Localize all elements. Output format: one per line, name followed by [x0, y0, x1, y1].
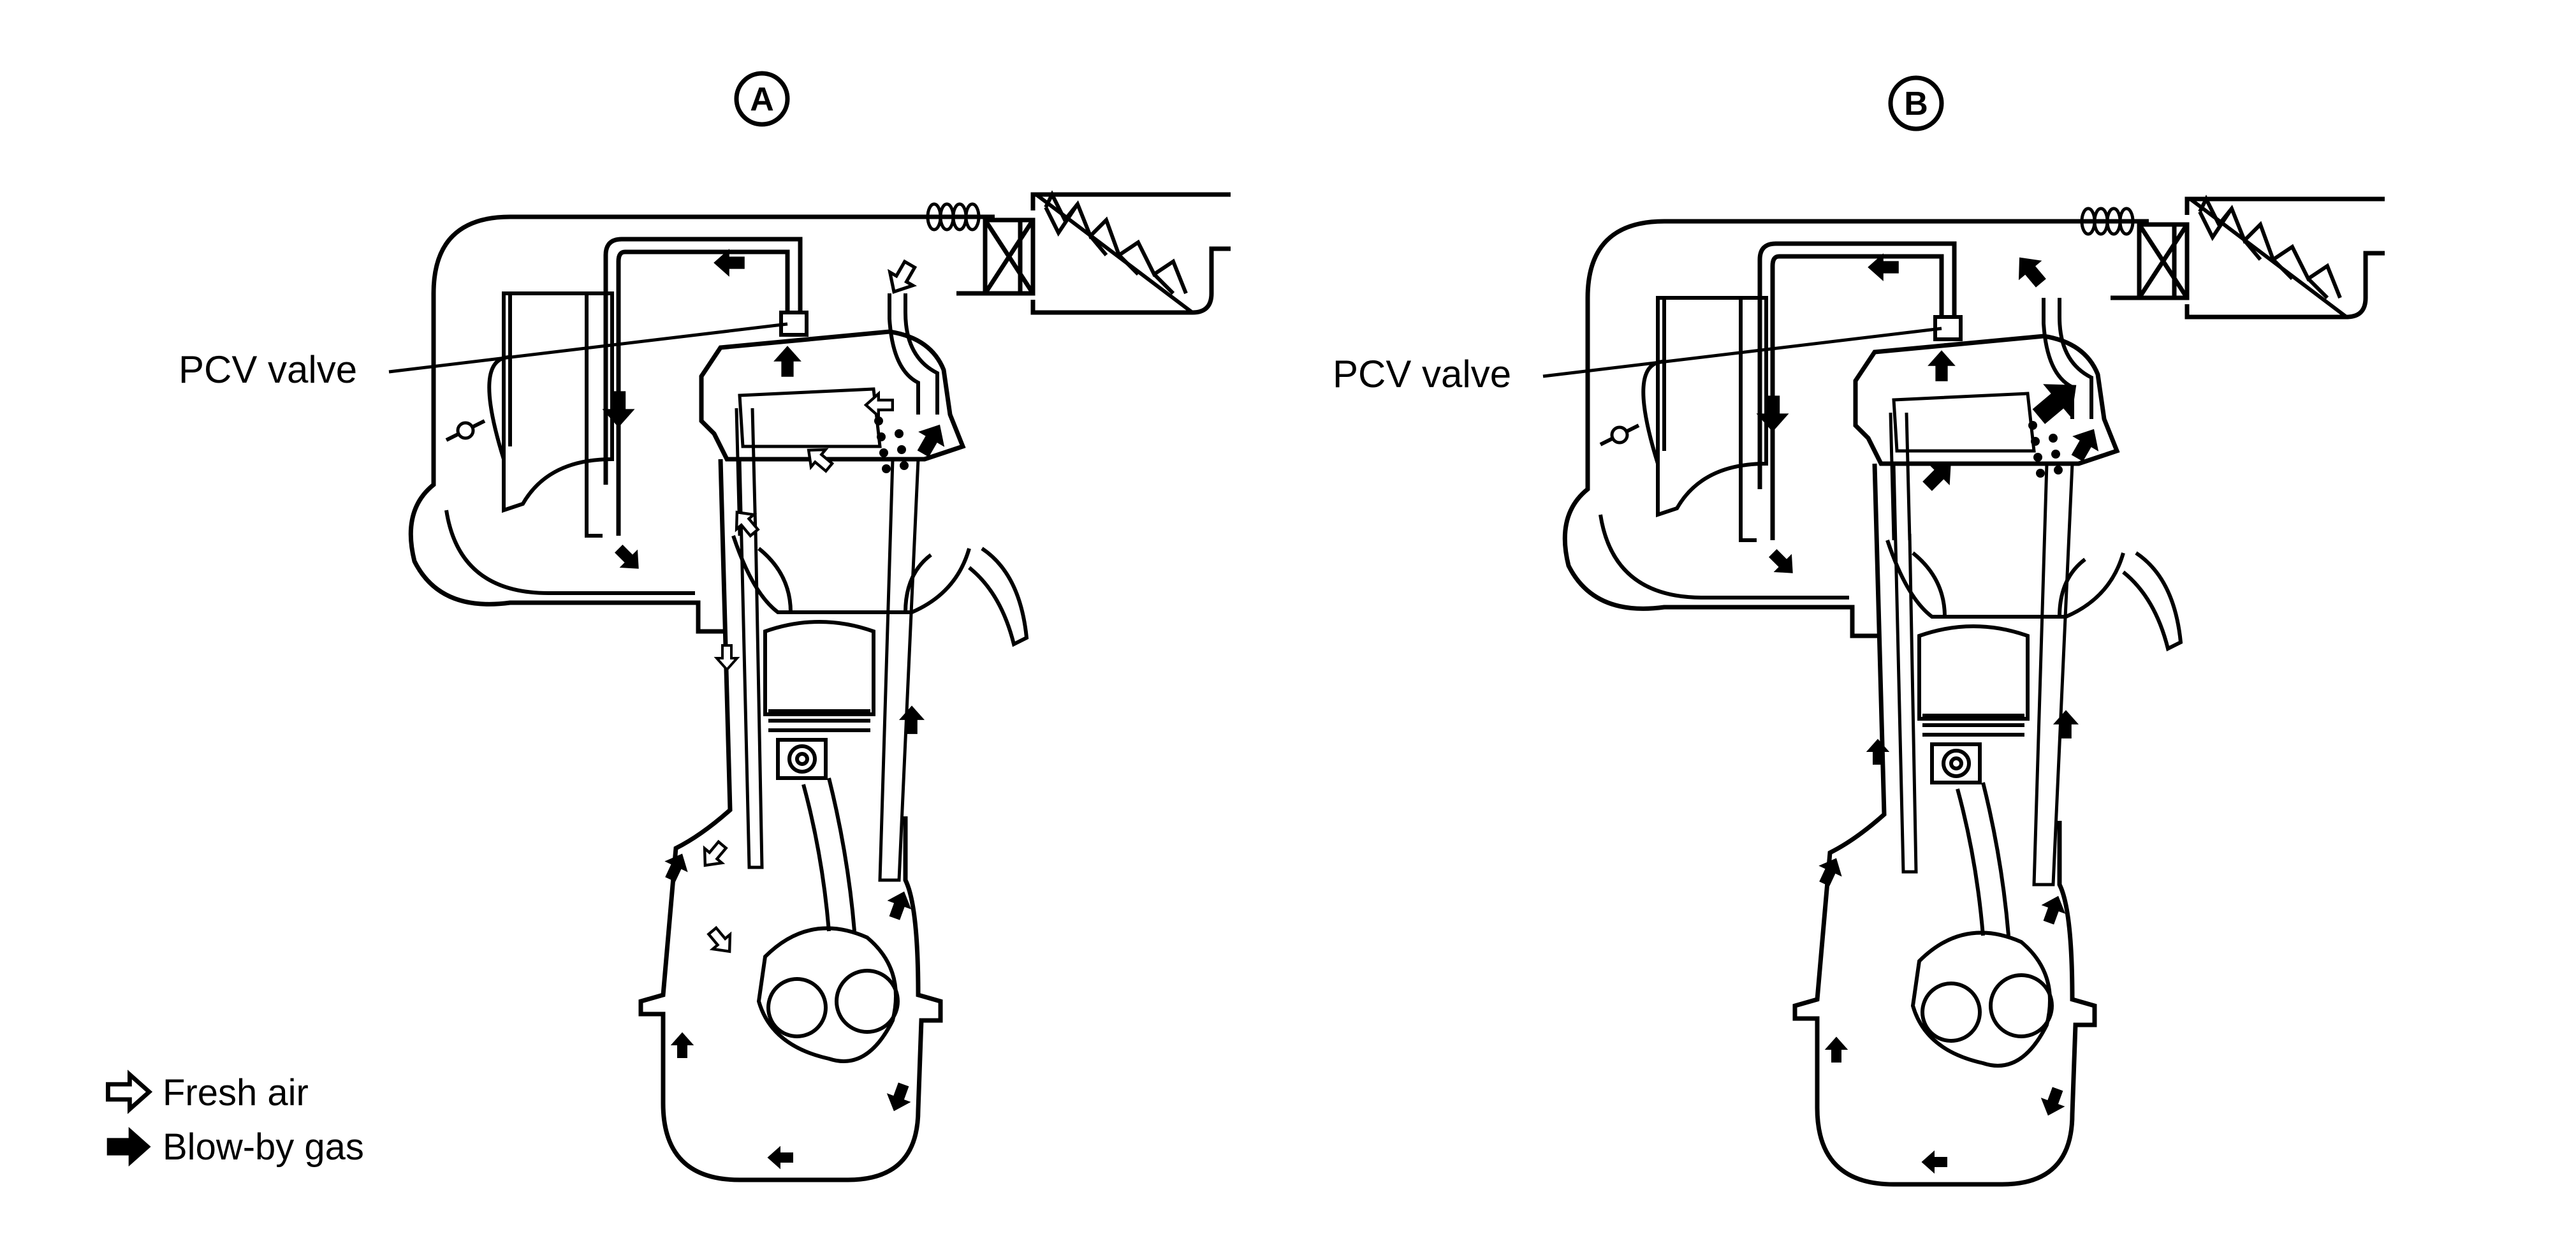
blow-by-legend-icon [106, 1128, 150, 1165]
legend: Fresh air Blow-by gas [108, 1072, 364, 1168]
panel-a: A PCV valve [179, 73, 1231, 1180]
pcv-valve-leader-line [1542, 327, 1942, 378]
pcv-valve-label: PCV valve [179, 348, 357, 391]
panel-b-letter: B [1904, 85, 1928, 122]
panel-b: B PCV valve [1333, 78, 2385, 1184]
pcv-valve-leader-line [388, 322, 788, 374]
fresh-air-legend-icon [108, 1075, 149, 1109]
pcv-valve-label: PCV valve [1333, 353, 1511, 395]
legend-blow-by-label: Blow-by gas [163, 1126, 364, 1168]
legend-fresh-air-label: Fresh air [163, 1072, 309, 1114]
panel-a-letter: A [750, 81, 774, 118]
